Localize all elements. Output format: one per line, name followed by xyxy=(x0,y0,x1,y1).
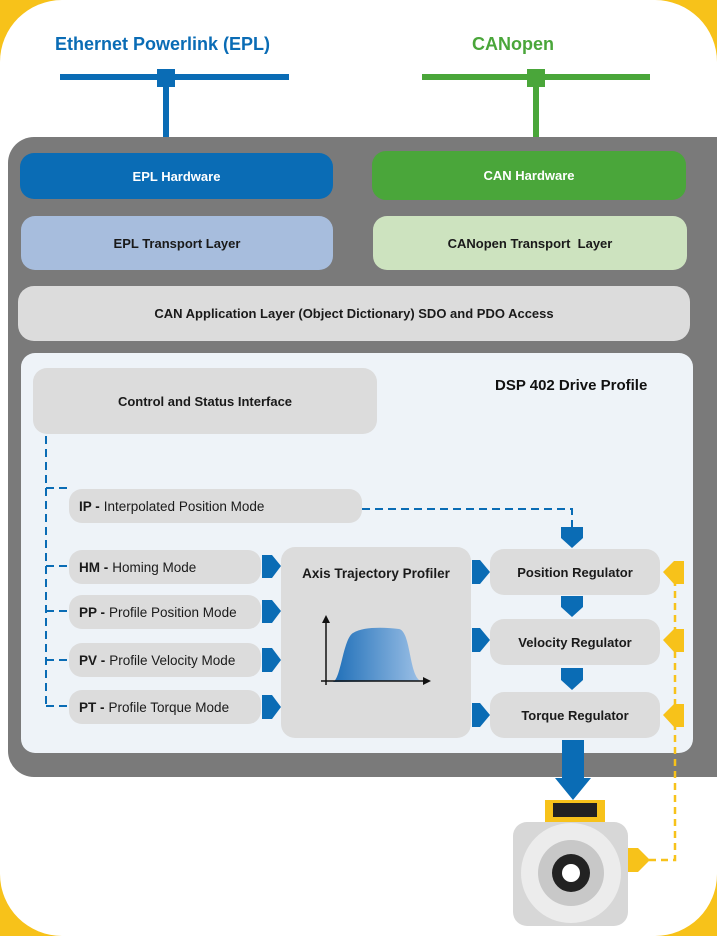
position-regulator-box: Position Regulator xyxy=(490,549,660,595)
graph-y-arrow xyxy=(322,615,330,623)
mode-hm: HM - Homing Mode xyxy=(69,550,261,584)
motor-feedback-arrow xyxy=(628,848,650,872)
position-to-velocity-arrow xyxy=(561,596,583,617)
mode-pp-code: PP - xyxy=(79,604,106,620)
motor-connector-inner xyxy=(553,803,597,817)
mode-bracket-connector xyxy=(45,436,68,707)
trajectory-curve xyxy=(333,627,421,682)
motor-shaft-inner xyxy=(562,864,580,882)
can-bus-tap xyxy=(527,69,545,87)
can-bus-drop xyxy=(533,84,539,160)
torque-to-motor-arrow xyxy=(555,740,591,800)
application-layer-box: CAN Application Layer (Object Dictionary… xyxy=(18,286,690,341)
velocity-regulator-box: Velocity Regulator xyxy=(490,619,660,665)
mode-pt: PT - Profile Torque Mode xyxy=(69,690,261,724)
profiler-to-position-arrow xyxy=(472,560,490,584)
canopen-transport-box: CANopen Transport Layer xyxy=(373,216,687,270)
epl-transport-box: EPL Transport Layer xyxy=(21,216,333,270)
mode-ip: IP - Interpolated Position Mode xyxy=(69,489,362,523)
mode-pv-name: Profile Velocity Mode xyxy=(109,652,236,668)
profiler-to-torque-arrow xyxy=(472,703,490,727)
mode-pt-code: PT - xyxy=(79,699,105,715)
control-status-box: Control and Status Interface xyxy=(33,368,377,434)
feedback-position-arrow xyxy=(663,561,684,584)
ip-down-arrow xyxy=(561,527,583,548)
trajectory-profiler-title: Axis Trajectory Profiler xyxy=(302,566,450,581)
canopen-bus-label: CANopen xyxy=(472,34,554,54)
mode-hm-code: HM - xyxy=(79,559,109,575)
mode-pt-name: Profile Torque Mode xyxy=(108,699,230,715)
mode-pp-name: Profile Position Mode xyxy=(109,604,237,620)
graph-x-arrow xyxy=(423,677,431,685)
ip-to-position-connector xyxy=(362,508,573,528)
mode-ip-name: Interpolated Position Mode xyxy=(103,498,265,514)
pt-arrow xyxy=(262,695,281,719)
mode-ip-code: IP - xyxy=(79,498,100,514)
trajectory-profile-graph xyxy=(321,615,431,685)
epl-bus-label: Ethernet Powerlink (EPL) xyxy=(55,34,271,54)
epl-bus-tap xyxy=(157,69,175,87)
torque-regulator-box: Torque Regulator xyxy=(490,692,660,738)
pv-arrow xyxy=(262,648,281,672)
can-hardware-box: CAN Hardware xyxy=(372,151,686,200)
epl-bus-drop xyxy=(163,84,169,160)
drive-profile-title: DSP 402 Drive Profile xyxy=(495,377,648,394)
feedback-torque-arrow xyxy=(663,704,684,727)
mode-hm-name: Homing Mode xyxy=(112,559,197,575)
pp-arrow xyxy=(262,600,281,623)
trajectory-profiler-box: Axis Trajectory Profiler xyxy=(281,547,471,738)
hm-arrow xyxy=(262,555,281,578)
mode-pv: PV - Profile Velocity Mode xyxy=(69,643,261,677)
mode-pp: PP - Profile Position Mode xyxy=(69,595,261,629)
velocity-to-torque-arrow xyxy=(561,668,583,690)
profiler-to-velocity-arrow xyxy=(472,628,490,652)
mode-pv-code: PV - xyxy=(79,652,106,668)
epl-hardware-box: EPL Hardware xyxy=(20,153,333,199)
feedback-velocity-arrow xyxy=(663,629,684,652)
